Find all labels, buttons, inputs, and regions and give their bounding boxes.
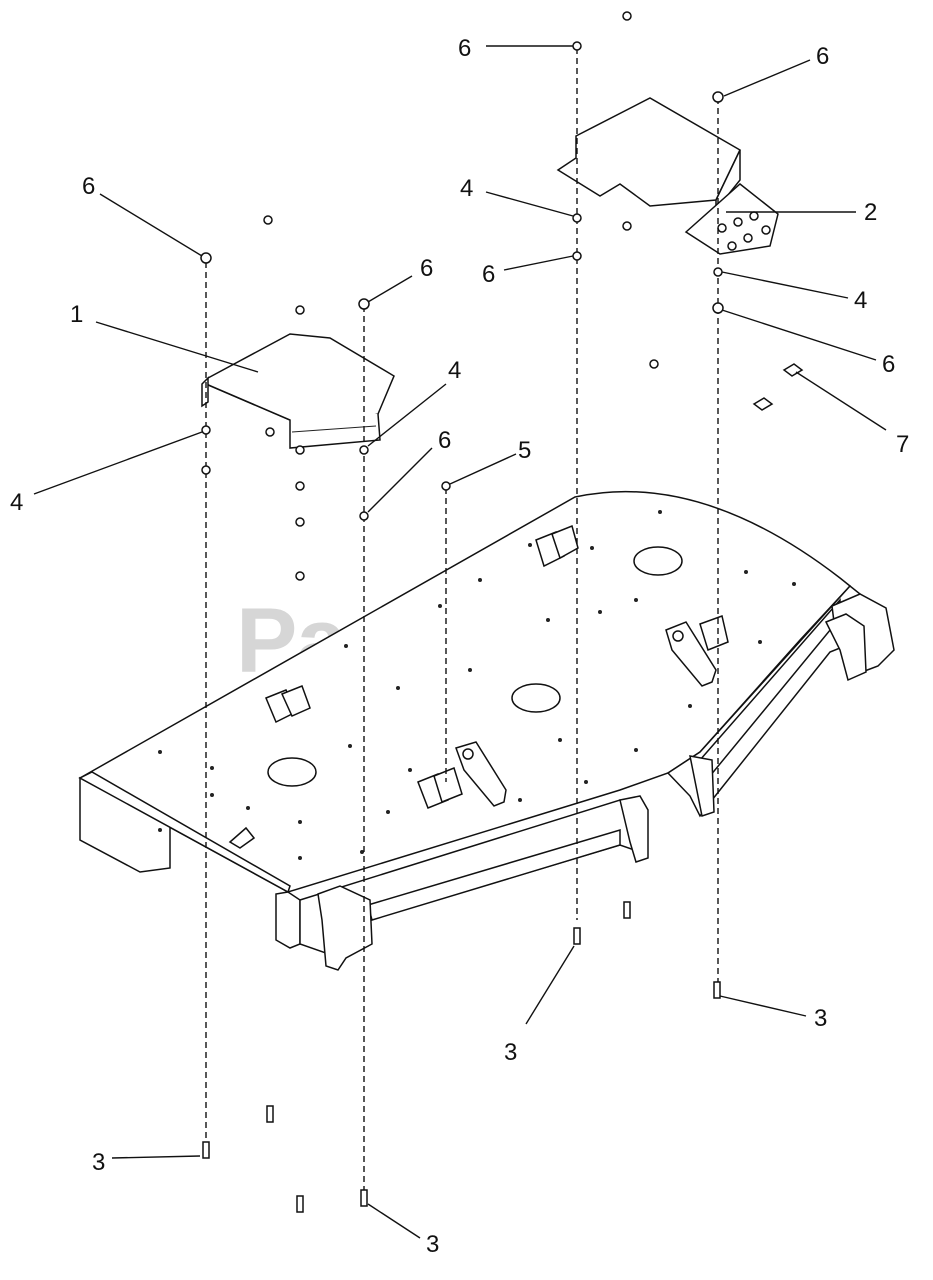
callout-4: 4: [854, 287, 867, 314]
mower-deck: [78, 490, 895, 971]
part-1-shield-left: [201, 333, 395, 449]
callout-2: 2: [864, 199, 877, 226]
deck-holes: [158, 510, 796, 860]
callout-4: 4: [460, 175, 473, 202]
callout-7: 7: [896, 431, 909, 458]
callout-3: 3: [814, 1005, 827, 1032]
callout-4: 4: [10, 489, 23, 516]
part-7-clip: [752, 363, 804, 411]
callout-1: 1: [70, 301, 83, 328]
callout-labels: 6 6 6 6 1 2 4 6 4 6 7 4 4 6 5 3 3 3 3: [10, 35, 909, 1258]
callout-6: 6: [420, 255, 433, 282]
callout-6: 6: [882, 351, 895, 378]
callout-6: 6: [438, 427, 451, 454]
hardware: [200, 11, 724, 1213]
callout-4: 4: [448, 357, 461, 384]
assembly-axis-lines: [205, 48, 719, 1192]
callout-3: 3: [504, 1039, 517, 1066]
callout-6: 6: [816, 43, 829, 70]
callout-3: 3: [92, 1149, 105, 1176]
callout-5: 5: [518, 437, 531, 464]
callout-leaders: [33, 45, 887, 1239]
callout-6: 6: [82, 173, 95, 200]
callout-3: 3: [426, 1231, 439, 1258]
callout-6: 6: [458, 35, 471, 62]
part-2-shield-right: [556, 97, 779, 255]
callout-6: 6: [482, 261, 495, 288]
